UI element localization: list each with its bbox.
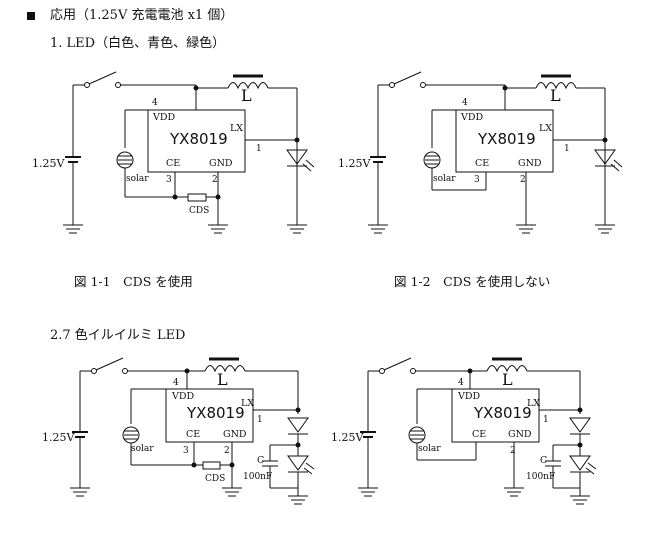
solar-label: solar xyxy=(126,174,149,184)
chip-label: YX8019 xyxy=(169,130,228,148)
pin-4-label: 4 xyxy=(458,378,464,388)
pin-2-label: 2 xyxy=(520,175,526,185)
lx-label: LX xyxy=(230,123,243,134)
chip-label: YX8019 xyxy=(477,130,536,148)
pin-3-label: 3 xyxy=(474,175,480,185)
gnd-label: GND xyxy=(223,429,247,440)
pin-4-label: 4 xyxy=(462,98,468,108)
inductor-label: L xyxy=(241,86,252,105)
pin-2-label: 2 xyxy=(510,446,516,456)
vdd-label: VDD xyxy=(152,112,175,123)
gnd-label: GND xyxy=(209,158,233,169)
vdd-label: VDD xyxy=(460,112,483,123)
battery-voltage-label: 1.25V xyxy=(331,431,364,444)
inductor-label: L xyxy=(550,86,561,105)
gnd-label: GND xyxy=(508,429,532,440)
vdd-label: VDD xyxy=(171,391,194,402)
capacitor-value-label: 100nF xyxy=(526,472,555,482)
figure-caption-1-2: 図 1-2 CDS を使用しない xyxy=(394,274,551,289)
ce-label: CE xyxy=(475,158,489,169)
capacitor-label: C xyxy=(540,455,547,466)
pin-1-label: 1 xyxy=(564,144,570,154)
pin-1-label: 1 xyxy=(543,415,549,425)
battery-voltage-label: 1.25V xyxy=(338,157,371,170)
ce-label: CE xyxy=(166,158,180,169)
lx-label: LX xyxy=(527,398,540,409)
solar-label: solar xyxy=(433,174,456,184)
inductor-label: L xyxy=(217,370,228,389)
subheading-led-colors: 1. LED（白色、青色、緑色） xyxy=(50,36,226,51)
solar-label: solar xyxy=(418,444,441,454)
cds-label: CDS xyxy=(205,474,225,484)
figure-caption-1-1: 図 1-1 CDS を使用 xyxy=(74,274,193,289)
lx-label: LX xyxy=(539,123,552,134)
inductor-label: L xyxy=(502,370,513,389)
gnd-label: GND xyxy=(518,158,542,169)
lx-label: LX xyxy=(241,398,254,409)
battery-voltage-label: 1.25V xyxy=(42,431,75,444)
pin-2-label: 2 xyxy=(212,175,218,185)
battery-voltage-label: 1.25V xyxy=(32,157,65,170)
ce-label: CE xyxy=(186,429,200,440)
bullet-square xyxy=(27,12,35,20)
section-heading: 応用（1.25V 充電電池 x1 個） xyxy=(50,8,234,23)
pin-4-label: 4 xyxy=(173,378,179,388)
capacitor-value-label: 100nF xyxy=(243,472,272,482)
vdd-label: VDD xyxy=(457,391,480,402)
pin-1-label: 1 xyxy=(256,144,262,154)
pin-1-label: 1 xyxy=(257,415,263,425)
solar-label: solar xyxy=(131,444,154,454)
chip-label: YX8019 xyxy=(186,404,245,422)
pin-3-label: 3 xyxy=(183,446,189,456)
pin-4-label: 4 xyxy=(152,98,158,108)
chip-label: YX8019 xyxy=(473,404,532,422)
ce-label: CE xyxy=(472,429,486,440)
subheading-7-color-led: 2.7 色イルイルミ LED xyxy=(50,328,186,343)
pin-3-label: 3 xyxy=(166,175,172,185)
pin-2-label: 2 xyxy=(224,446,230,456)
cds-label: CDS xyxy=(189,206,209,216)
capacitor-label: C xyxy=(257,455,264,466)
